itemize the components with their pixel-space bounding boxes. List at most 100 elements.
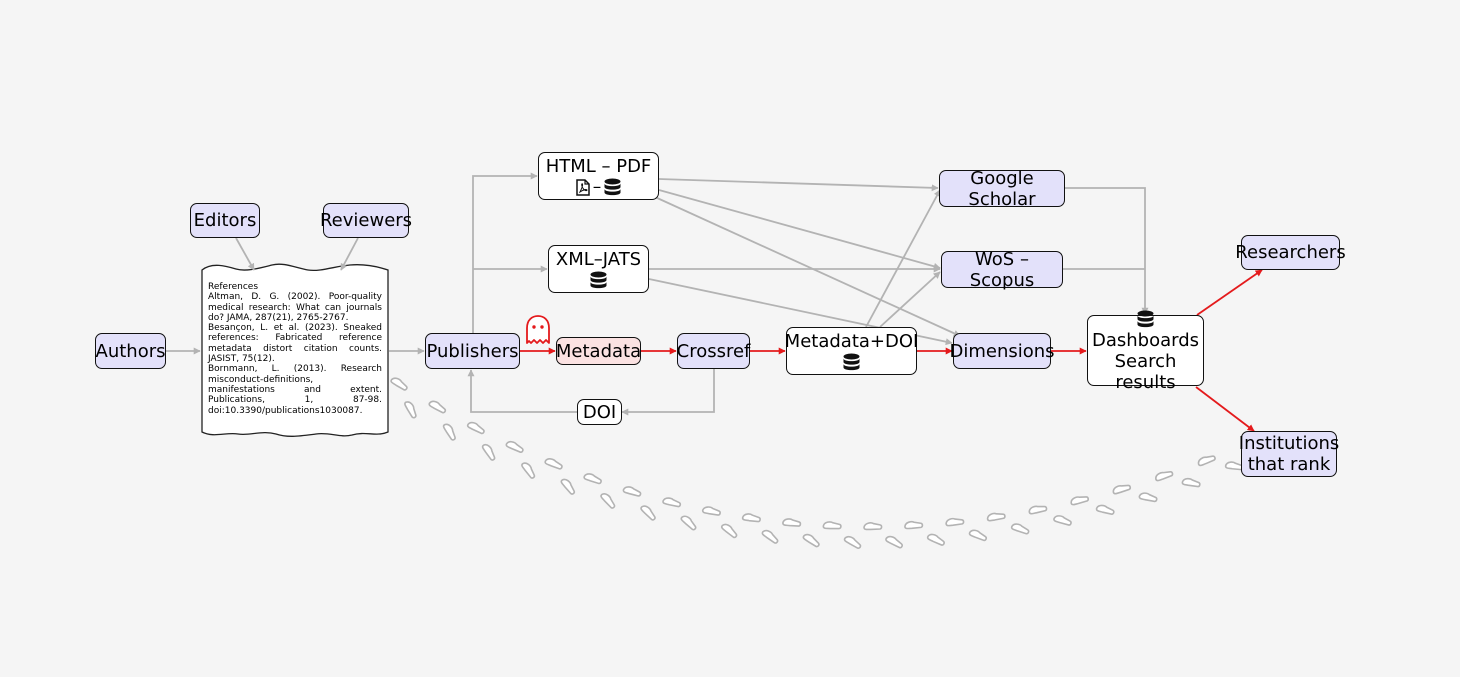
footprint — [439, 421, 460, 442]
database-icon — [604, 178, 621, 196]
wos-scopus-label: WoS – Scopus — [969, 248, 1035, 291]
footprint — [741, 511, 762, 525]
footprint — [842, 534, 863, 550]
google-scholar-label: Google Scholar — [968, 167, 1036, 210]
dashboards-icons — [1137, 310, 1154, 328]
footprint — [1010, 522, 1030, 535]
edge-html-gs — [658, 178, 939, 192]
footprint — [582, 472, 603, 485]
footprint — [862, 519, 883, 534]
publishers-node: Publishers — [425, 333, 520, 369]
footprint — [662, 496, 682, 508]
footprint — [678, 513, 700, 532]
footprint — [597, 491, 619, 510]
crossref-label: Crossref — [676, 340, 751, 362]
pdf-file-icon — [576, 178, 590, 196]
footprint — [821, 518, 843, 533]
footprint — [504, 440, 525, 454]
footprint — [478, 442, 500, 462]
dashboards-node: Dashboards Search results — [1087, 310, 1204, 393]
reference-entry: Altman, D. G. (2002). Poor-quality medic… — [208, 292, 382, 323]
footprint — [427, 399, 448, 414]
reference-list-title: References — [208, 282, 259, 292]
researchers-node: Researchers — [1235, 235, 1346, 270]
researchers-label: Researchers — [1235, 242, 1346, 263]
footprint — [718, 522, 740, 539]
doi-label: DOI — [582, 401, 617, 423]
editors-node: Editors — [190, 203, 260, 238]
footprint — [800, 532, 822, 548]
xml-jats-node: XML–JATS — [548, 245, 649, 293]
footprint — [543, 457, 564, 470]
edge-html-dim — [654, 196, 961, 337]
publishers-label: Publishers — [426, 340, 519, 362]
crossref-node: Crossref — [677, 333, 750, 369]
doi-node: DOI — [577, 399, 622, 425]
reviewers-node: Reviewers — [319, 203, 413, 238]
edge-dashboards-researchers — [1196, 269, 1263, 316]
ghost-icon — [526, 315, 550, 344]
edge-mdoi-wos — [879, 271, 941, 328]
footprint — [925, 532, 947, 547]
html-pdf-node: HTML – PDF – — [538, 152, 659, 200]
metadata-node: Metadata — [556, 337, 641, 365]
xml-jats-icons — [590, 271, 607, 289]
that-rank-label: that rank — [1247, 454, 1331, 475]
footprint — [1181, 476, 1201, 489]
database-icon — [843, 353, 860, 371]
reference-entry: Bornmann, L. (2013). Research misconduct… — [208, 364, 382, 416]
footprint — [968, 528, 988, 542]
dimensions-node: Dimensions — [949, 333, 1055, 369]
footprint — [388, 376, 410, 392]
metadata-doi-label: Metadata+DOI — [784, 331, 919, 352]
footprint — [759, 528, 781, 545]
database-icon — [590, 271, 607, 289]
footprint — [781, 516, 802, 530]
google-scholar-node: Google Scholar — [939, 167, 1065, 210]
edge-html-wos — [658, 189, 941, 270]
reference-list: References Altman, D. G. (2002). Poor-qu… — [208, 282, 382, 416]
authors-label: Authors — [95, 340, 166, 362]
footprint — [637, 503, 659, 522]
reviewers-label: Reviewers — [319, 210, 413, 231]
red-edges — [520, 269, 1263, 432]
xml-jats-label: XML–JATS — [555, 249, 642, 270]
editors-label: Editors — [193, 210, 257, 231]
search-results-label: Search results — [1114, 350, 1177, 393]
wos-scopus-node: WoS – Scopus — [941, 248, 1063, 291]
footprint — [903, 517, 924, 533]
reference-document-shape — [201, 263, 389, 437]
metadata-label: Metadata — [555, 340, 642, 362]
footprint — [1052, 514, 1073, 526]
dimensions-label: Dimensions — [949, 340, 1055, 362]
footprint — [701, 505, 722, 517]
edge-dashboards-institutions — [1195, 386, 1255, 432]
footprint — [1068, 491, 1090, 510]
footprint — [465, 420, 487, 435]
institutions-label: Institutions — [1238, 433, 1340, 454]
footprint — [1110, 479, 1132, 499]
metadata-doi-icons — [843, 353, 860, 371]
database-icon — [1137, 310, 1154, 327]
footprint — [1095, 504, 1115, 516]
edge-publishers-html — [472, 172, 538, 334]
footprint — [622, 485, 642, 497]
html-pdf-icons: – — [576, 178, 622, 196]
edge-crossref-doi — [621, 369, 715, 416]
footprint — [557, 476, 579, 496]
footprint — [944, 514, 966, 531]
icon-separator: – — [592, 176, 602, 197]
footprint — [518, 460, 539, 480]
footprint — [1027, 501, 1049, 519]
edge-editors-refs — [235, 237, 255, 271]
reference-entry: Besançon, L. et al. (2023). Sneaked refe… — [208, 323, 382, 365]
footprint — [400, 399, 421, 420]
institutions-node: Institutions that rank — [1238, 431, 1340, 477]
dashboards-label: Dashboards — [1091, 329, 1200, 351]
footprint — [985, 508, 1007, 526]
edge-mdoi-gs — [865, 189, 941, 328]
metadata-doi-node: Metadata+DOI — [784, 327, 919, 375]
edge-doi-publishers — [467, 369, 577, 413]
footprint — [1196, 450, 1217, 470]
